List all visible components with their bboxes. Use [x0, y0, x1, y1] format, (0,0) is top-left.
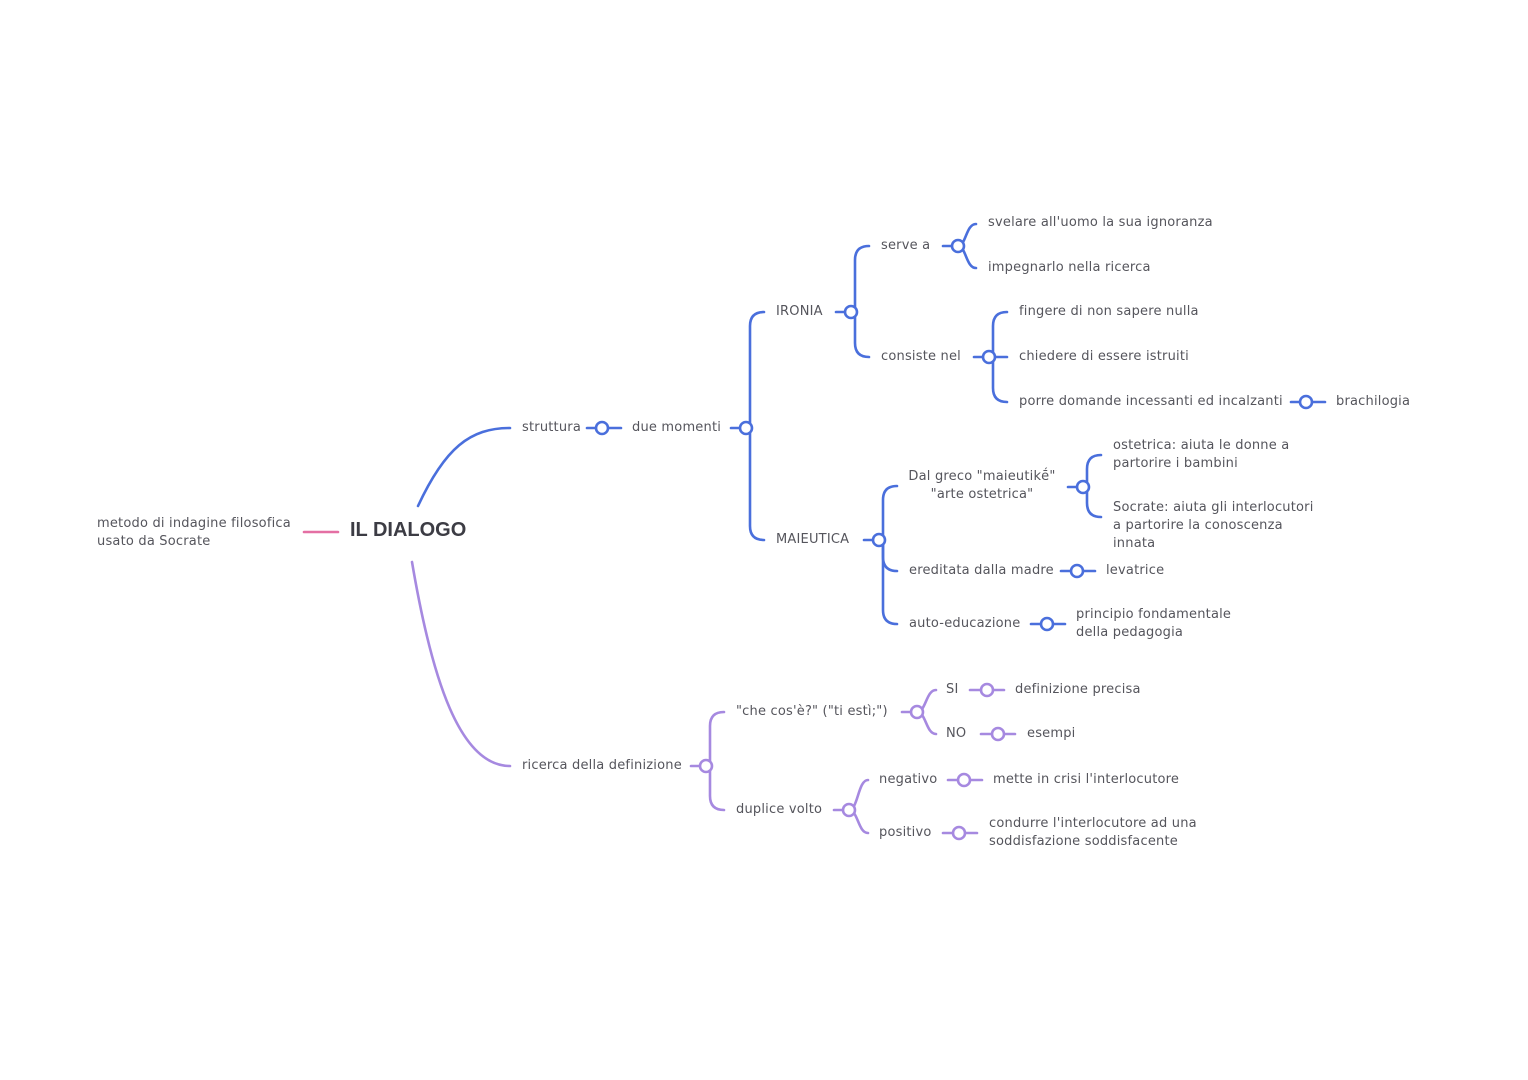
node-condurre[interactable]: condurre l'interlocutore ad una soddisfa…	[989, 816, 1197, 849]
node-ricerca[interactable]: ricerca della definizione	[522, 758, 682, 773]
node-dal-greco[interactable]: Dal greco "maieutikḗ" "arte ostetrica"	[908, 469, 1056, 502]
node-due-connector	[738, 420, 754, 436]
node-ostetrica[interactable]: ostetrica: aiuta le donne a partorire i …	[1113, 438, 1290, 471]
node-no-connector	[990, 726, 1006, 742]
node-auto-connector	[1039, 616, 1055, 632]
node-serve-a[interactable]: serve a	[881, 238, 931, 253]
edge-root-ricerca	[410, 560, 512, 768]
node-greco-connector	[1075, 479, 1091, 495]
node-ricerca-connector	[698, 758, 714, 774]
node-levatrice[interactable]: levatrice	[1106, 563, 1165, 578]
edge-due-maieutica	[744, 426, 766, 542]
node-consiste-nel[interactable]: consiste nel	[881, 349, 961, 364]
node-mette-in-crisi[interactable]: mette in crisi l'interlocutore	[993, 772, 1180, 787]
node-porre[interactable]: porre domande incessanti ed incalzanti	[1019, 394, 1283, 409]
node-socrate[interactable]: Socrate: aiuta gli interlocutori a parto…	[1113, 500, 1314, 551]
node-esempi[interactable]: esempi	[1027, 726, 1076, 741]
node-due-momenti[interactable]: due momenti	[632, 420, 722, 435]
node-svelare[interactable]: svelare all'uomo la sua ignoranza	[988, 215, 1213, 230]
root-title[interactable]: IL DIALOGO	[350, 519, 467, 541]
edge-root-struttura	[416, 426, 512, 508]
node-si-connector	[979, 682, 995, 698]
root-note[interactable]: metodo di indagine filosofica usato da S…	[97, 516, 291, 549]
node-definizione-precisa[interactable]: definizione precisa	[1015, 682, 1141, 697]
node-no[interactable]: NO	[946, 726, 967, 741]
node-principio[interactable]: principio fondamentale della pedagogia	[1076, 607, 1232, 640]
node-duplice-volto[interactable]: duplice volto	[736, 802, 823, 817]
edge-due-ironia	[744, 310, 766, 430]
node-fingere[interactable]: fingere di non sapere nulla	[1019, 304, 1199, 319]
node-si[interactable]: SI	[946, 682, 959, 697]
node-che-cose[interactable]: "che cos'è?" ("ti estì;")	[736, 704, 888, 719]
node-struttura-connector	[594, 420, 610, 436]
node-impegnarlo[interactable]: impegnarlo nella ricerca	[988, 260, 1151, 275]
node-positivo[interactable]: positivo	[879, 825, 932, 840]
node-ironia[interactable]: IRONIA	[776, 304, 823, 319]
node-serve-connector	[950, 238, 966, 254]
node-chiedere[interactable]: chiedere di essere istruiti	[1019, 349, 1189, 364]
node-maieutica-connector	[871, 532, 887, 548]
node-consiste-connector	[981, 349, 997, 365]
node-negativo[interactable]: negativo	[879, 772, 938, 787]
node-auto-educazione[interactable]: auto-educazione	[909, 616, 1021, 631]
node-maieutica[interactable]: MAIEUTICA	[776, 532, 850, 547]
node-positivo-connector	[951, 825, 967, 841]
node-checose-connector	[909, 704, 925, 720]
node-porre-connector	[1298, 394, 1314, 410]
node-ereditata-connector	[1069, 563, 1085, 579]
node-negativo-connector	[956, 772, 972, 788]
node-ereditata[interactable]: ereditata dalla madre	[909, 563, 1054, 578]
node-duplice-connector	[841, 802, 857, 818]
node-struttura[interactable]: struttura	[522, 420, 581, 435]
node-brachilogia[interactable]: brachilogia	[1336, 394, 1411, 409]
node-ironia-connector	[843, 304, 859, 320]
